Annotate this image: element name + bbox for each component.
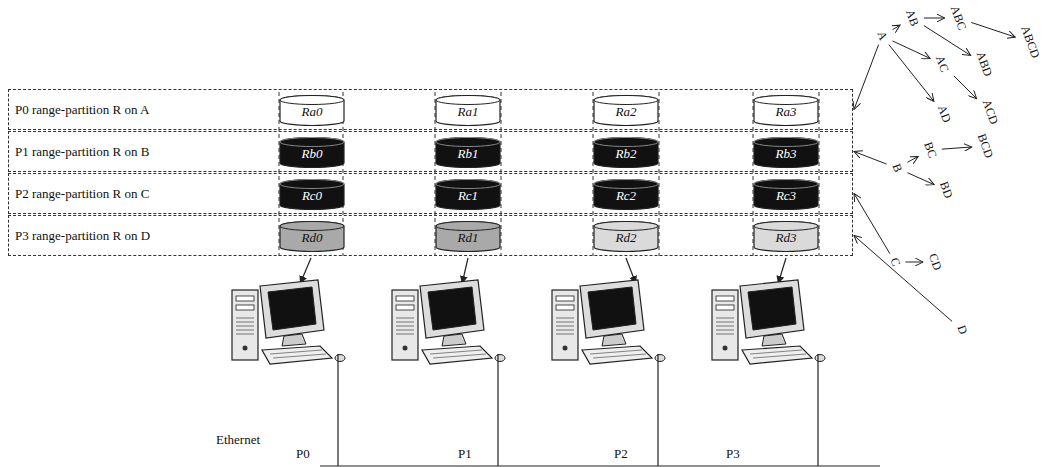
partition-cylinder: Ra3 <box>753 95 819 126</box>
processor-label: P3 <box>726 446 740 462</box>
arrow-connector <box>907 156 918 162</box>
lattice-node: ABC <box>947 4 970 32</box>
lattice-node: ABD <box>973 50 996 79</box>
processor-label: P1 <box>458 446 472 462</box>
lattice-label: AB <box>902 8 922 29</box>
lattice-label: ABC <box>947 4 970 32</box>
arrow-connector <box>854 236 952 322</box>
arrow-connector <box>854 194 890 254</box>
partition-cylinder: Rc2 <box>593 179 659 210</box>
lattice-label: AC <box>932 54 952 75</box>
arrow-connector <box>854 152 887 165</box>
network-label: Ethernet <box>216 432 260 448</box>
lattice-label: B <box>889 162 906 175</box>
cylinder-label: Ra3 <box>753 104 819 120</box>
partition-band: P2 range-partition R on C Rc0 Rc1 Rc2 Rc3 <box>8 173 853 214</box>
lattice-label: BCD <box>974 132 997 160</box>
lattice-label: D <box>953 323 970 336</box>
lattice-label: C <box>887 256 904 269</box>
cylinder-label: Rb0 <box>279 146 345 162</box>
arrow-connector <box>954 76 977 99</box>
cylinder-label: Rd1 <box>435 230 501 246</box>
partition-band: P3 range-partition R on D Rd0 Rd1 Rd2 Rd3 <box>8 215 853 256</box>
cylinder-label: Rc2 <box>593 188 659 204</box>
arrow-connector <box>971 22 1015 37</box>
partition-cylinder: Rd2 <box>593 221 659 252</box>
cylinder-label: Rb1 <box>435 146 501 162</box>
partition-cylinder: Ra2 <box>593 95 659 126</box>
lattice-node: B <box>889 162 906 175</box>
cylinder-label: Rb3 <box>753 146 819 162</box>
lattice-label: ACD <box>979 98 1002 127</box>
arrow-connector <box>924 18 945 19</box>
lattice-node: AD <box>934 103 954 124</box>
lattice-node: D <box>953 323 970 336</box>
cylinder-label: Rd2 <box>593 230 659 246</box>
partition-cylinder: Rb1 <box>435 137 501 168</box>
arrow-connector <box>889 45 934 102</box>
cylinder-label: Ra0 <box>279 104 345 120</box>
lattice-label: BD <box>936 180 956 201</box>
cylinder-label: Rb2 <box>593 146 659 162</box>
partition-cylinder: Ra0 <box>279 95 345 126</box>
lattice-node: AC <box>932 54 952 75</box>
arrow-connector <box>893 25 901 30</box>
band-label: P1 range-partition R on B <box>15 144 149 160</box>
band-label: P3 range-partition R on D <box>15 228 150 244</box>
lattice-node: C <box>887 256 904 269</box>
partition-band: P1 range-partition R on B Rb0 Rb1 Rb2 Rb3 <box>8 131 853 172</box>
lattice-label: ABCD <box>1017 24 1042 60</box>
partition-cylinder: Rd3 <box>753 221 819 252</box>
processor-label: P0 <box>296 446 310 462</box>
lattice-label: CD <box>925 252 945 273</box>
cylinder-label: Rc3 <box>753 188 819 204</box>
partition-cylinder: Rb3 <box>753 137 819 168</box>
lattice-node: BC <box>920 140 940 160</box>
arrow-connector <box>942 147 972 149</box>
arrow-connector <box>854 45 879 110</box>
band-label: P2 range-partition R on C <box>15 186 149 202</box>
processor-label: P2 <box>614 446 628 462</box>
lattice-node: BCD <box>974 132 997 160</box>
partition-cylinder: Rb2 <box>593 137 659 168</box>
lattice-node: ABCD <box>1017 24 1042 60</box>
lattice-node: BD <box>936 180 956 201</box>
lattice-node: ACD <box>979 98 1002 127</box>
lattice-label: ABD <box>973 50 996 79</box>
arrow-connector <box>905 262 923 263</box>
cylinder-label: Rd0 <box>279 230 345 246</box>
partition-cylinder: Rd1 <box>435 221 501 252</box>
partition-cylinder: Rb0 <box>279 137 345 168</box>
partition-cylinder: Rc0 <box>279 179 345 210</box>
lattice-label: AD <box>934 103 954 124</box>
lattice-label: A <box>873 29 890 42</box>
lattice-node: CD <box>925 252 945 273</box>
lattice-node: AB <box>902 8 922 29</box>
partition-cylinder: Rd0 <box>279 221 345 252</box>
cylinder-label: Rc0 <box>279 188 345 204</box>
partition-band: P0 range-partition R on A Ra0 Ra1 Ra2 Ra3 <box>8 89 853 130</box>
lattice-label: BC <box>920 140 940 160</box>
partition-cylinder: Rc3 <box>753 179 819 210</box>
arrow-connector <box>907 173 934 185</box>
lattice-node: A <box>873 29 890 42</box>
cylinder-label: Ra2 <box>593 104 659 120</box>
cylinder-label: Ra1 <box>435 104 501 120</box>
partition-cylinder: Rc1 <box>435 179 501 210</box>
cylinder-label: Rc1 <box>435 188 501 204</box>
partition-cylinder: Ra1 <box>435 95 501 126</box>
cylinder-label: Rd3 <box>753 230 819 246</box>
band-label: P0 range-partition R on A <box>15 102 149 118</box>
arrow-connector <box>924 26 971 56</box>
